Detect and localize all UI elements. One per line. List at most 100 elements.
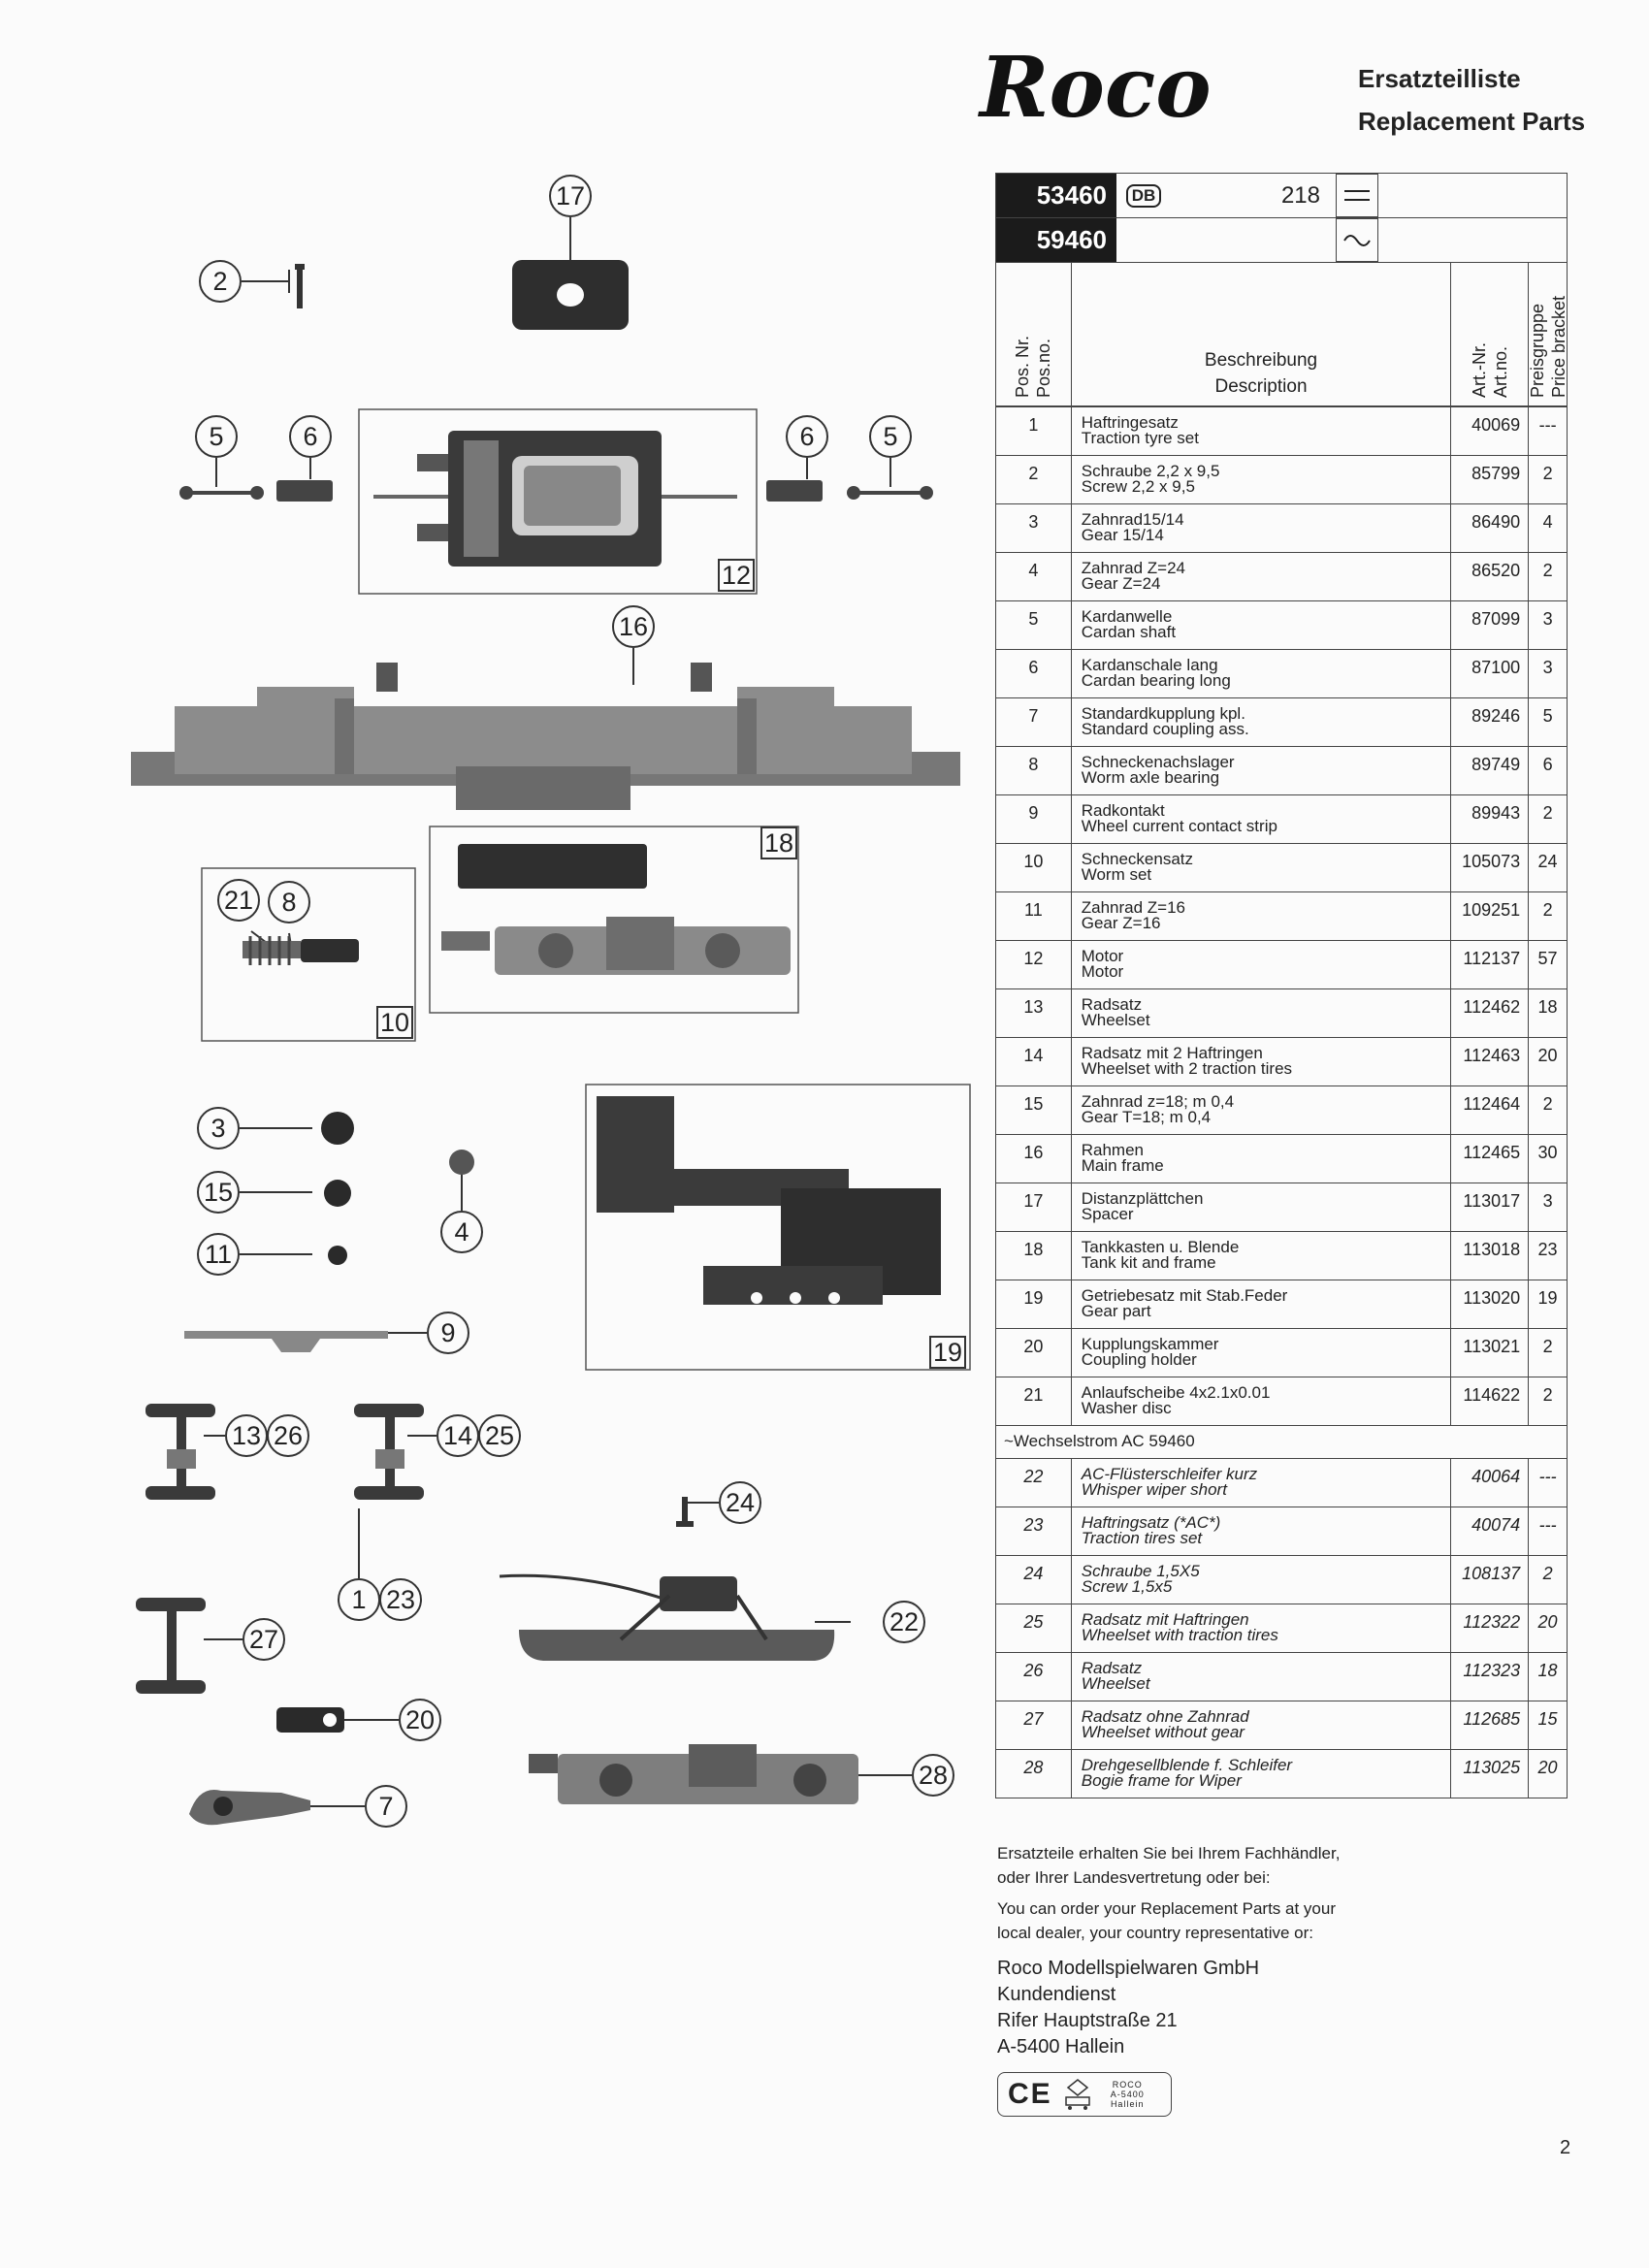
main-frame-part-16 — [131, 663, 960, 810]
description-en: Gear Z=24 — [1081, 574, 1161, 593]
price-cell: 4 — [1542, 512, 1553, 532]
description-en: Gear 15/14 — [1081, 526, 1164, 544]
price-cell: 2 — [1542, 1385, 1553, 1405]
art-no-cell: 89246 — [1451, 698, 1530, 746]
art-no-cell: 89749 — [1451, 747, 1530, 794]
order-info-english: You can order your Replacement Parts at … — [997, 1899, 1337, 1942]
description-de: Radsatz mit Haftringen — [1081, 1610, 1249, 1629]
order-info-german: Ersatzteile erhalten Sie bei Ihrem Fachh… — [997, 1844, 1341, 1887]
callout-16: 16 — [612, 605, 655, 648]
art-no-cell: 112465 — [1451, 1135, 1530, 1183]
description-en: Main frame — [1081, 1156, 1164, 1175]
contact-strip-part-9 — [184, 1331, 388, 1352]
header-description: Beschreibung Description — [1072, 263, 1452, 405]
description-de: Radkontakt — [1081, 801, 1165, 820]
price-cell: --- — [1538, 415, 1557, 435]
exploded-view-drawing — [131, 217, 971, 1826]
description-de: Haftringsatz (*AC*) — [1081, 1513, 1221, 1532]
price-cell: 6 — [1542, 755, 1553, 774]
screw-part-2 — [295, 264, 305, 308]
pos-cell: 13 — [996, 989, 1072, 1037]
price-cell: 2 — [1542, 900, 1553, 920]
whisper-wiper-part-22 — [499, 1573, 835, 1661]
pos-cell: 8 — [996, 747, 1072, 794]
coupling-holder-part-20 — [276, 1707, 344, 1733]
table-header: Pos. Nr.Pos.no. Beschreibung Description… — [996, 263, 1568, 406]
callout-4: 4 — [440, 1211, 483, 1253]
pos-cell: 14 — [996, 1038, 1072, 1085]
pos-cell: 11 — [996, 892, 1072, 940]
header-pos: Pos. Nr.Pos.no. — [1013, 335, 1054, 398]
description-de: Zahnrad Z=16 — [1081, 898, 1185, 917]
description-de: Zahnrad z=18; m 0,4 — [1081, 1092, 1235, 1111]
ce-mark: CE — [1008, 2078, 1052, 2110]
screw-part-24 — [676, 1497, 694, 1527]
price-cell: 18 — [1537, 1661, 1558, 1680]
recycle-bin-icon — [1064, 2079, 1090, 2110]
art-no-cell: 40064 — [1451, 1459, 1530, 1507]
description-de: Radsatz — [1081, 1659, 1143, 1677]
description-de: Anlaufscheibe 4x2.1x0.01 — [1081, 1383, 1271, 1402]
description-cell: Standardkupplung kpl.Standard coupling a… — [1072, 698, 1452, 746]
art-no-cell: 112322 — [1451, 1604, 1530, 1652]
art-no-cell: 87099 — [1451, 601, 1530, 649]
department: Kundendienst — [997, 1984, 1116, 2005]
pos-cell: 18 — [996, 1232, 1072, 1280]
callout-5-right: 5 — [869, 415, 912, 458]
description-en: Screw 1,5x5 — [1081, 1577, 1173, 1596]
price-cell: 20 — [1537, 1758, 1558, 1777]
description-en: Spacer — [1081, 1205, 1134, 1223]
callout-6-right: 6 — [786, 415, 828, 458]
price-cell: 3 — [1542, 609, 1553, 629]
description-de: Haftringesatz — [1081, 413, 1179, 432]
callout-11: 11 — [197, 1233, 240, 1276]
price-cell: 20 — [1537, 1612, 1558, 1632]
cardan-shafts — [179, 480, 933, 502]
description-en: Gear T=18; m 0,4 — [1081, 1108, 1212, 1126]
pos-cell: 1 — [996, 407, 1072, 455]
pos-cell: 16 — [996, 1135, 1072, 1183]
description-en: Washer disc — [1081, 1399, 1172, 1417]
callout-27: 27 — [242, 1618, 285, 1661]
pos-cell: 12 — [996, 941, 1072, 988]
description-de: Schneckenachslager — [1081, 753, 1235, 771]
pos-cell: 10 — [996, 844, 1072, 891]
pos-cell: 3 — [996, 504, 1072, 552]
description-de: Motor — [1081, 947, 1124, 965]
price-cell: 2 — [1542, 561, 1553, 580]
price-cell: 15 — [1537, 1709, 1558, 1729]
tank-and-bogie-part-18 — [441, 844, 791, 975]
price-cell: 24 — [1537, 852, 1558, 871]
pos-cell: 21 — [996, 1377, 1072, 1425]
product-row-53460: 53460 DB 218 — [995, 173, 1568, 217]
title-english: Replacement Parts — [1358, 107, 1586, 136]
pos-cell: 26 — [996, 1653, 1072, 1701]
gear-part-19 — [597, 1096, 941, 1305]
pos-cell: 6 — [996, 650, 1072, 697]
pos-cell: 23 — [996, 1507, 1072, 1555]
description-en: Gear part — [1081, 1302, 1151, 1320]
ac-section-label: ~Wechselstrom AC 59460 — [996, 1425, 1567, 1458]
callout-20: 20 — [399, 1699, 441, 1741]
callout-9: 9 — [427, 1312, 469, 1354]
callout-28: 28 — [912, 1754, 954, 1797]
